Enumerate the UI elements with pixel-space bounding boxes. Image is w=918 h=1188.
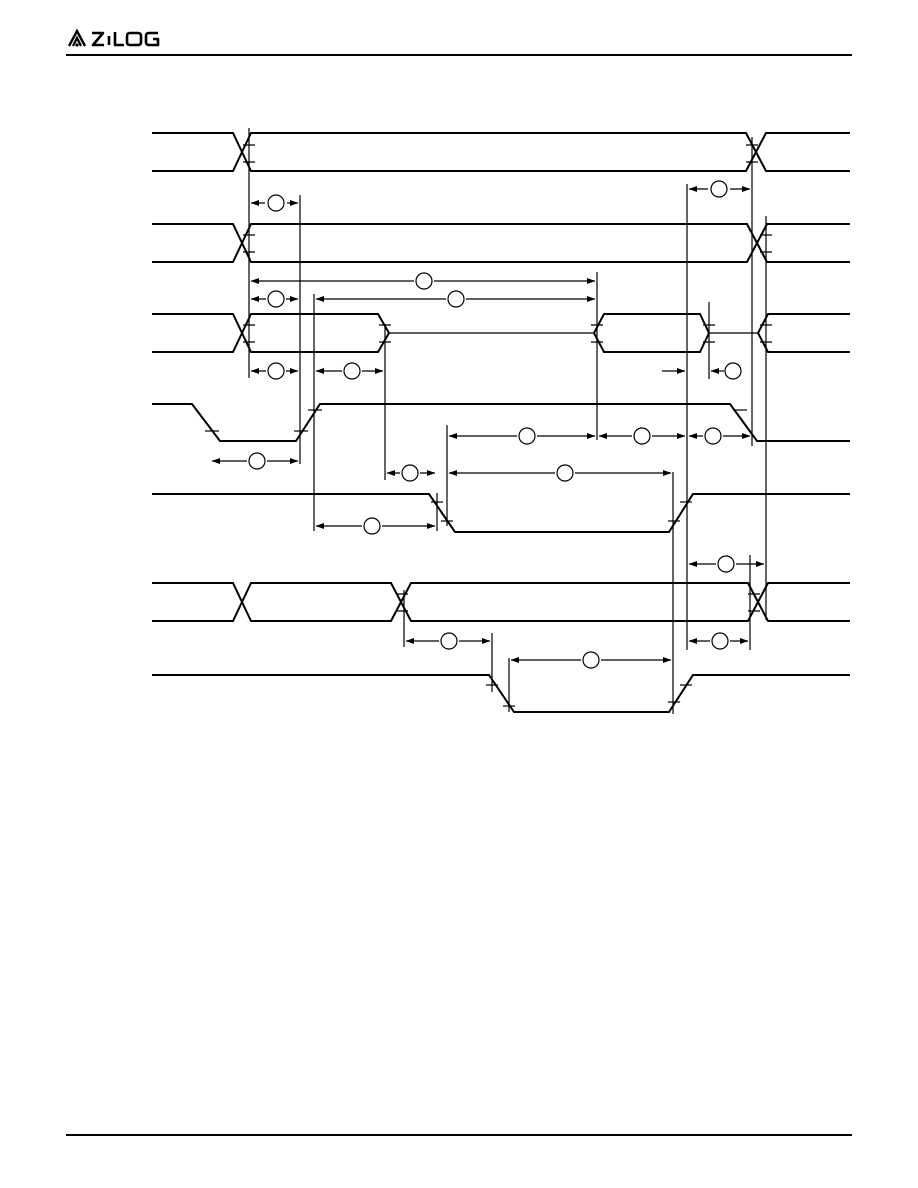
signal-bus-2	[152, 223, 850, 263]
param-circle	[582, 651, 600, 669]
param-circle	[267, 290, 285, 308]
signal-bus-3	[152, 313, 850, 353]
param-circle	[267, 362, 285, 380]
param-circle	[343, 362, 361, 380]
dimension-arrows	[212, 189, 764, 660]
param-circle	[401, 464, 419, 482]
signal-strobe-bottom	[152, 674, 850, 713]
param-circle	[724, 362, 742, 380]
param-circle	[518, 427, 536, 445]
reference-lines	[248, 128, 767, 714]
zilog-logo	[66, 28, 166, 50]
param-circle	[415, 272, 433, 290]
zilog-mark-icon	[67, 28, 160, 47]
param-circle	[556, 464, 574, 482]
param-circle	[711, 632, 729, 650]
signal-strobe-mid	[152, 493, 850, 533]
signal-bus-4	[152, 582, 850, 622]
parameter-circles	[248, 180, 742, 669]
param-circle	[633, 427, 651, 445]
footer-rule	[66, 1134, 852, 1136]
transition-ticks	[205, 144, 772, 707]
param-circle	[440, 632, 458, 650]
param-circle	[447, 290, 465, 308]
param-circle	[248, 452, 266, 470]
param-circle	[717, 555, 735, 573]
param-circle	[363, 517, 381, 535]
param-circle	[267, 194, 285, 212]
signal-bus-1	[152, 132, 850, 172]
param-circle	[704, 427, 722, 445]
header-rule	[66, 54, 852, 56]
param-circle	[710, 180, 728, 198]
